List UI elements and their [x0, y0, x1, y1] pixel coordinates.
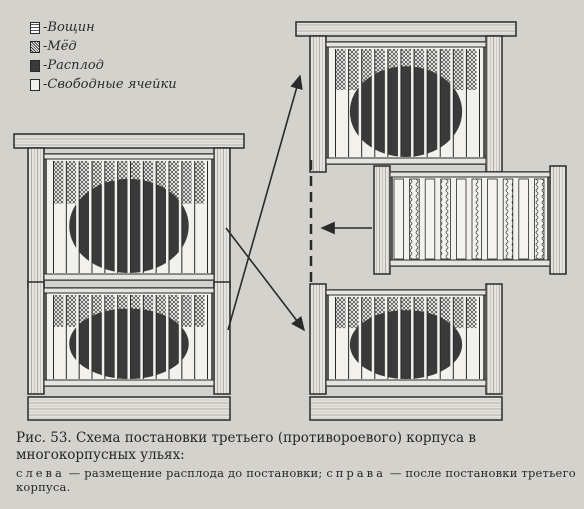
brood-zone: [349, 66, 463, 157]
side-wall: [213, 281, 231, 395]
wax-frame: [424, 178, 436, 260]
bottom-rail: [43, 273, 215, 281]
side-wall: [485, 35, 503, 173]
side-wall: [27, 147, 45, 289]
bottom-rail: [325, 157, 487, 165]
wax-frame: [518, 178, 529, 260]
bottom-rail: [389, 259, 551, 267]
wax-frame: [440, 178, 451, 260]
arrow-down-icon: [225, 227, 305, 332]
legend-label-brood: Расплод: [47, 58, 104, 73]
legend-label-wax: Вощин: [47, 20, 95, 35]
wax-frame: [502, 178, 514, 260]
figure-caption: Рис. 53. Схема постановки третьего (прот…: [16, 430, 576, 494]
wax-foundation-icon: [30, 21, 40, 34]
legend-label-honey: Мёд: [47, 39, 77, 54]
legend-item-free: -Свободные ячейки: [30, 75, 177, 94]
wax-frame: [393, 178, 405, 260]
side-wall: [549, 165, 567, 275]
top-bar: [43, 153, 215, 160]
legend: -Вощин -Мёд -Расплод -Свободные ячейки: [30, 18, 177, 94]
legend-item-wax: -Вощин: [30, 18, 177, 37]
honey-icon: [30, 40, 40, 53]
caption-left-text: — размещение расплода до постановки;: [64, 466, 327, 480]
wax-frame: [487, 178, 498, 260]
top-bar: [325, 289, 487, 296]
caption-left-word: слева: [16, 466, 65, 480]
side-wall: [309, 283, 327, 395]
bottom-board-right: [309, 396, 503, 421]
caption-right-word: справа: [326, 466, 386, 480]
brood-icon: [30, 59, 40, 72]
legend-label-free: Свободные ячейки: [47, 77, 177, 92]
brood-zone: [349, 310, 463, 379]
legend-item-brood: -Расплод: [30, 56, 177, 75]
bottom-board-left: [27, 396, 231, 421]
upper-body-before: [13, 133, 245, 289]
caption-note: слева — размещение расплода до постановк…: [16, 466, 576, 494]
wax-frame: [409, 178, 420, 260]
third-body-after: [373, 165, 567, 275]
lower-body-before: [27, 281, 231, 395]
free-cells-icon: [30, 78, 40, 91]
wax-frame: [471, 178, 483, 260]
bottom-rail: [325, 379, 487, 387]
bottom-rail: [43, 379, 215, 387]
top-bar: [325, 41, 487, 48]
side-wall: [485, 283, 503, 395]
lower-body-after: [309, 283, 503, 395]
caption-right-text: — после постановки третьего корпуса.: [16, 466, 576, 494]
legend-item-honey: -Мёд: [30, 37, 177, 56]
wax-frame: [534, 178, 545, 260]
top-bar: [389, 171, 551, 178]
caption-title: Рис. 53. Схема постановки третьего (прот…: [16, 430, 476, 463]
side-wall: [27, 281, 45, 395]
wax-frame: [455, 178, 467, 260]
side-wall: [373, 165, 391, 275]
top-bar: [43, 287, 215, 294]
side-wall: [213, 147, 231, 289]
side-wall: [309, 35, 327, 173]
arrow-up-icon: [227, 74, 303, 331]
roof: [13, 133, 245, 149]
roof: [295, 21, 517, 37]
upper-body-after: [295, 21, 517, 173]
